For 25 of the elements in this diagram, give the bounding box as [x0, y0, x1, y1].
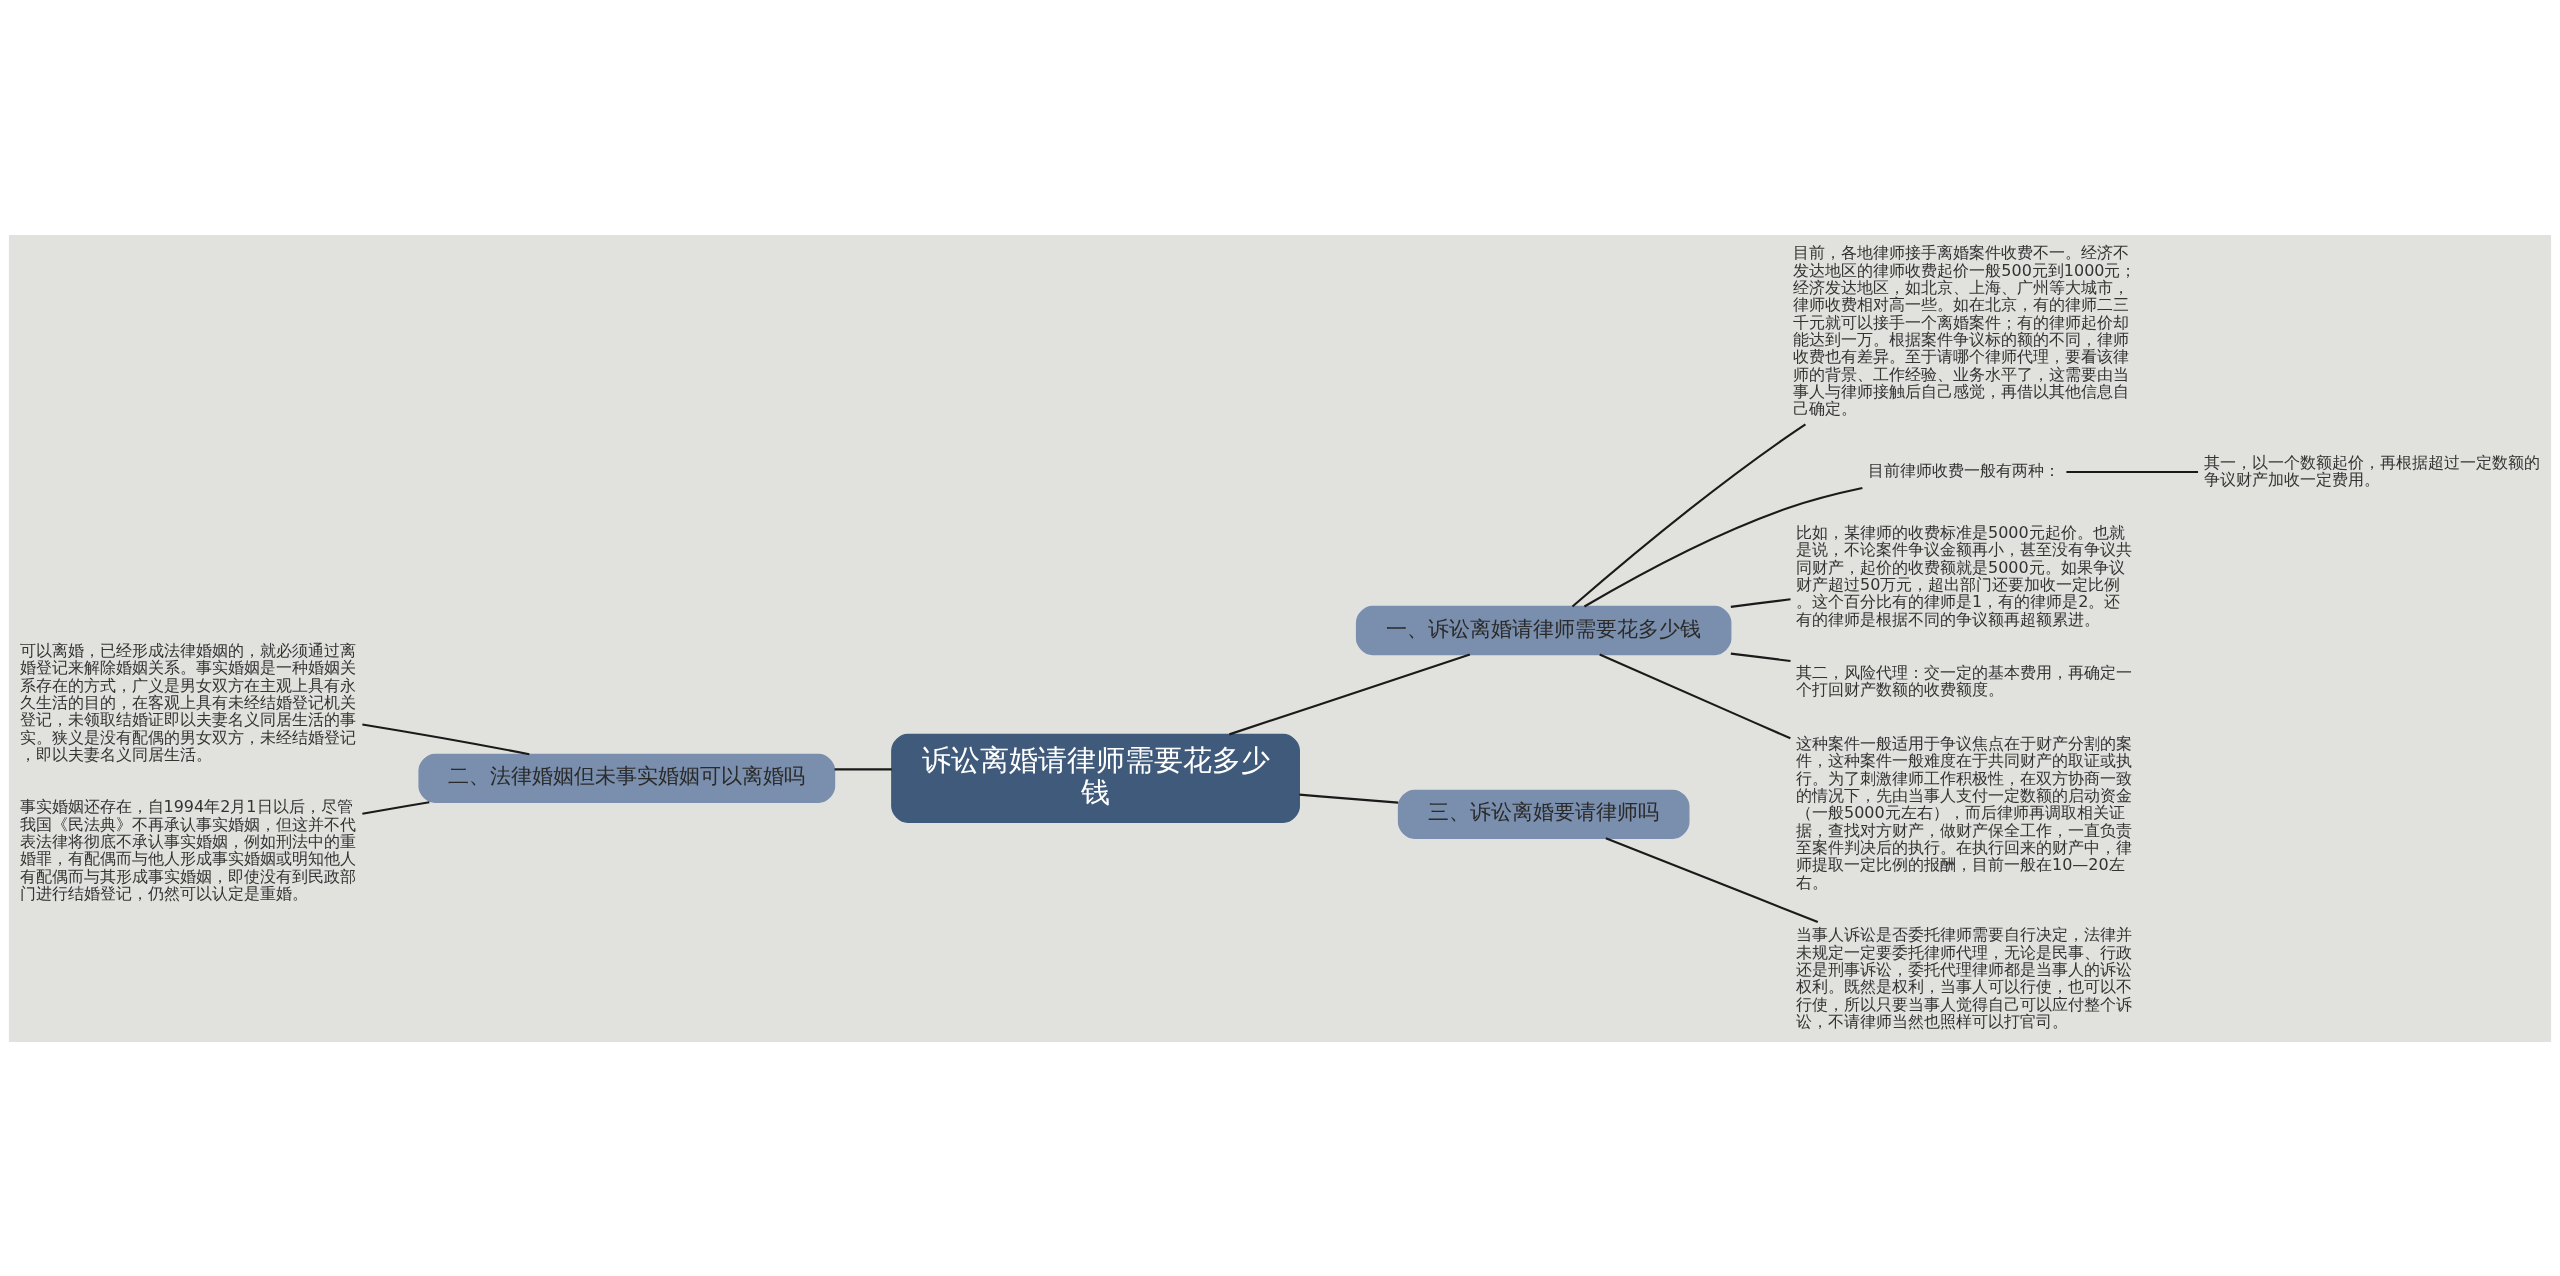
connector	[1583, 486, 1863, 607]
connector	[1730, 652, 1791, 662]
connector	[1599, 653, 1791, 739]
connector	[1229, 653, 1471, 735]
connector	[1299, 793, 1399, 804]
node-text: 比如，某律师的收费标准是5000元起价。也就是说，不论案件争议金额再小，甚至没有争议共同财产，起价的收费额就是5000元。如果争议财产超过50万元，超出部门还要加收一定比例。这个百分比有的律师是1，有的律师是2。还有的律师是根据不同的争议额再超额累进。	[1796, 522, 2133, 629]
node-text: 目前，各地律师接手离婚案件收费不一。经济不发达地区的律师收费起价一般500元到1000元；经济发达地区，如北京、上海、广州等大城市，律师收费相对高一些。如在北京，有的律师二三千元就可以接手一个离婚案件；有的律师起价却能达到一万。根据案件争议标的额的不同，律师收费也有差异。至于请哪个律师代理，要看该律师的背景、工作经验、业务水平了，这需要由当事人与律师接触后自己感觉，再借以其他信息自己确定。	[1793, 242, 2137, 418]
node-text: 其一，以一个数额起价，再根据超过一定数额的争议财产加收一定费用。	[2203, 452, 2540, 489]
connector	[1605, 836, 1819, 923]
node-box: 二、法律婚姻但未事实婚姻可以离婚吗	[418, 753, 836, 803]
connector	[834, 767, 892, 770]
connector	[362, 722, 530, 755]
node-text: 事实婚姻还存在，自1994年2月1日以后，尽管我国《民法典》不再承认事实婚姻，但这并不代表法律将彻底不承认事实婚姻，例如刑法中的重婚罪，有配偶而与他人形成事实婚姻或明知他人有配偶而与其形成事实婚姻，即使没有到民政部门进行结婚登记，仍然可以认定是重婚。	[19, 796, 356, 903]
node-text: 目前律师收费一般有两种：	[1867, 460, 2060, 480]
node-box: 三、诉讼离婚要请律师吗	[1397, 789, 1690, 839]
connector	[362, 800, 430, 815]
node-text: 可以离婚，已经形成法律婚姻的，就必须通过离婚登记来解除婚姻关系。事实婚姻是一种婚姻关系存在的方式，广义是男女双方在主观上具有永久生活的目的，在客观上具有未经结婚登记机关登记，未领取结婚证即以夫妻名义同居生活的事实。狭义是没有配偶的男女双方，未经结婚登记，即以夫妻名义同居生活。	[19, 640, 356, 764]
node-box: 诉讼离婚请律师需要花多少钱	[891, 733, 1300, 823]
node-text: 当事人诉讼是否委托律师需要自行决定，法律并未规定一定要委托律师代理，无论是民事、行政还是刑事诉讼，委托代理律师都是当事人的诉讼权利。既然是权利，当事人可以行使，也可以不行使，所以只要当事人觉得自己可以应付整个诉讼，不请律师当然也照样可以打官司。	[1796, 924, 2133, 1031]
connector	[1730, 597, 1791, 608]
node-text: 其二，风险代理：交一定的基本费用，再确定一个打回财产数额的收费额度。	[1796, 662, 2133, 699]
connector	[2066, 470, 2199, 473]
node-box: 一、诉讼离婚请律师需要花多少钱	[1355, 605, 1732, 655]
node-text: 这种案件一般适用于争议焦点在于财产分割的案件，这种案件一般难度在于共同财产的取证或执行。为了刺激律师工作积极性，在双方协商一致的情况下，先由当事人支付一定数额的启动资金（一般5000元左右），而后律师再调取相关证据，查找对方财产，做财产保全工作，一直负责至案件判决后的执行。在执行回来的财产中，律师提取一定比例的报酬，目前一般在10—20左右。	[1796, 733, 2133, 892]
connector	[1571, 422, 1807, 607]
